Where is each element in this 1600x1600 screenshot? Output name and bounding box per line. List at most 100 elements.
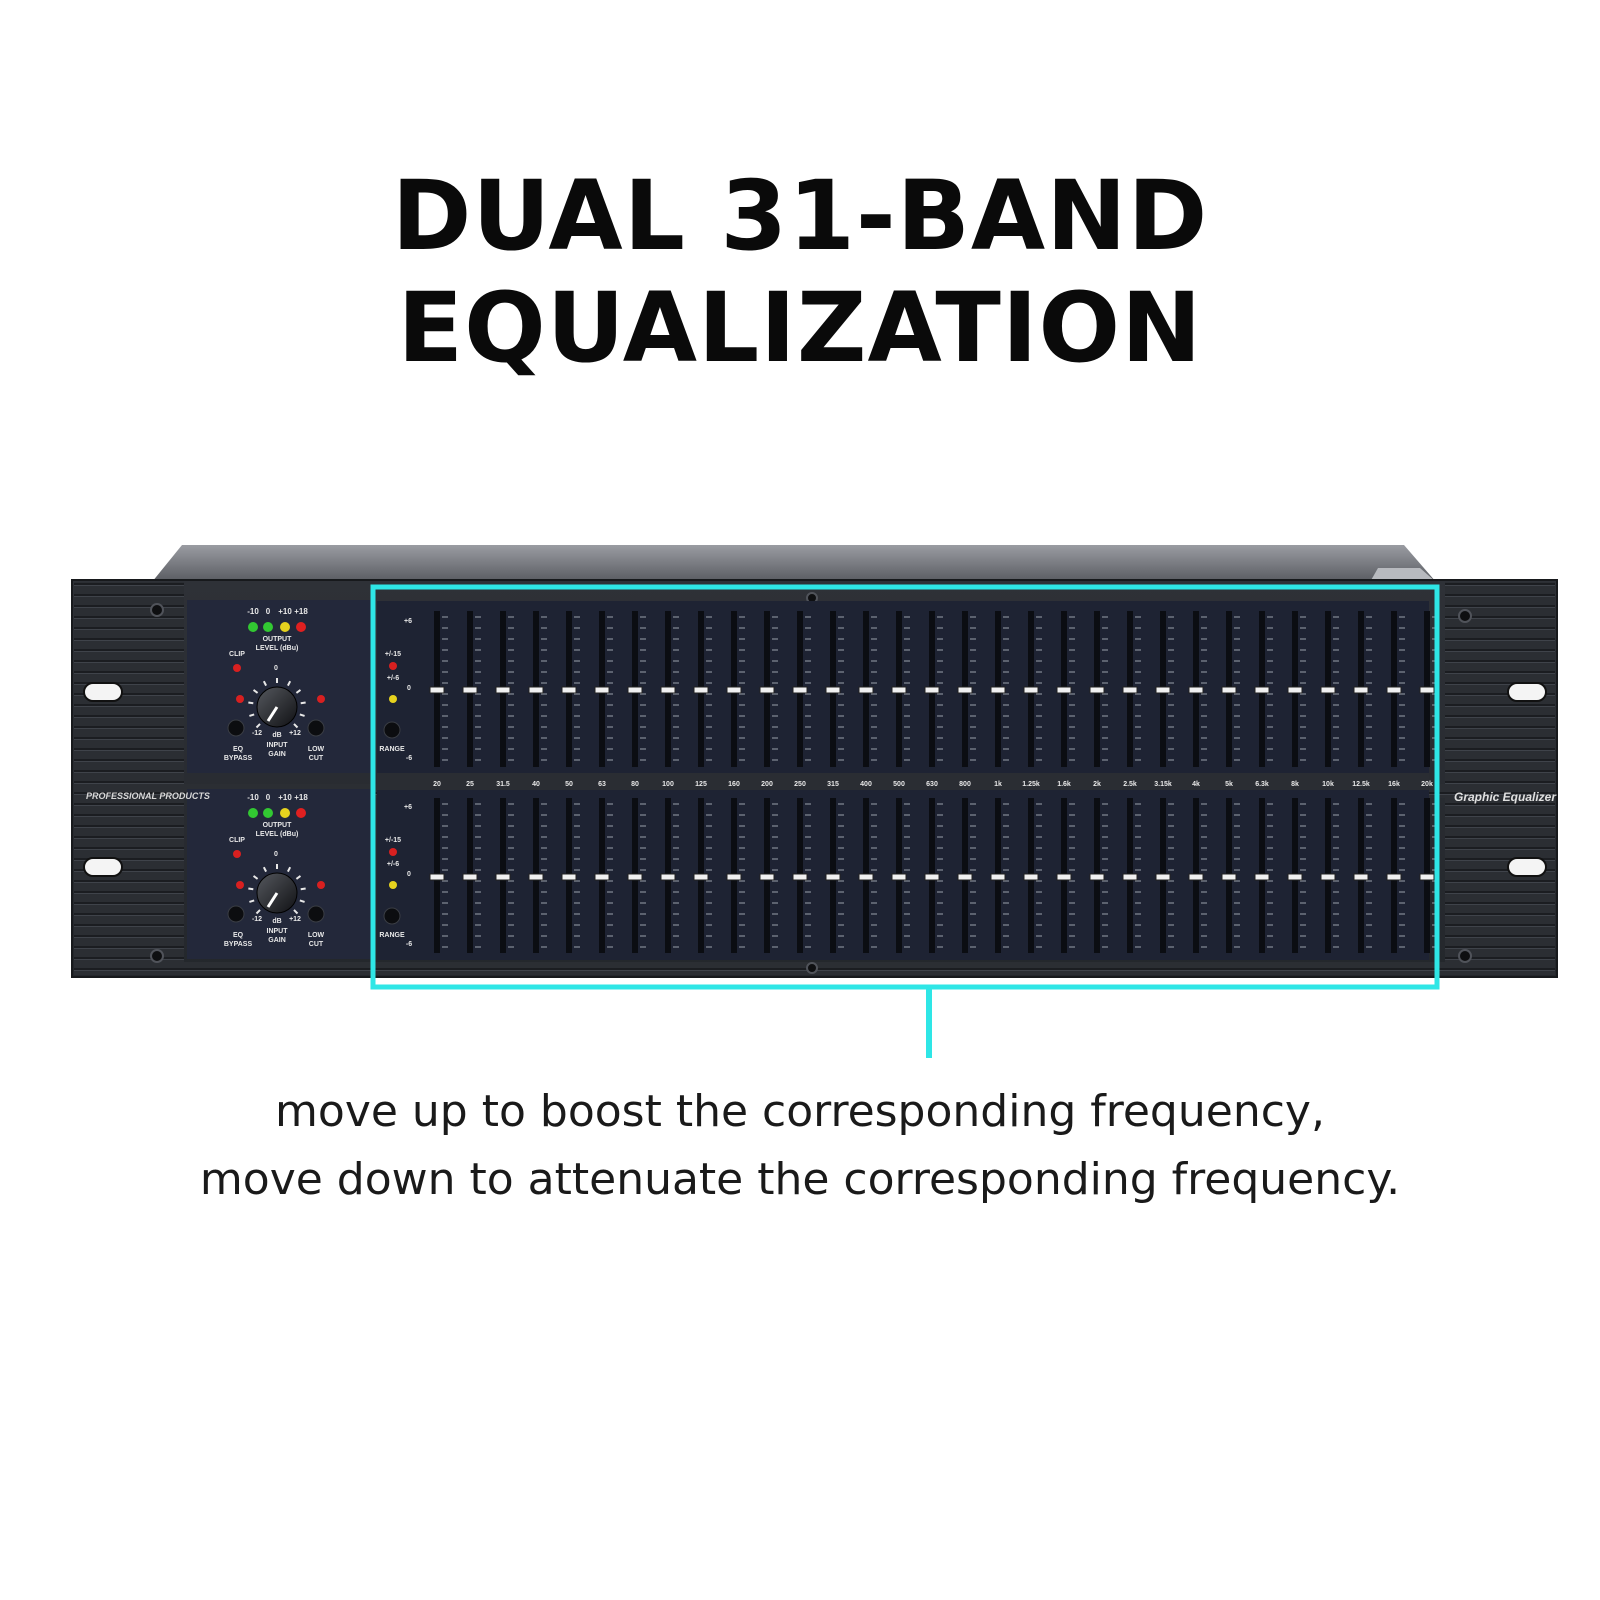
- fader-knob: [891, 686, 907, 694]
- frequency-label: 31.5: [496, 781, 510, 788]
- fader-knob: [825, 686, 841, 694]
- meter-led: [296, 622, 306, 632]
- input-gain-label-2: GAIN: [268, 937, 286, 944]
- brand-label: PROFESSIONAL PRODUCTS: [86, 791, 210, 801]
- fader-bank-2: [429, 798, 1438, 953]
- low-cut-button: [307, 905, 325, 923]
- frequency-label: 1.6k: [1057, 781, 1071, 788]
- low-cut-label: LOW: [308, 746, 325, 753]
- eq-bypass-label: EQ: [233, 746, 244, 753]
- fader-knob: [792, 686, 808, 694]
- meter-led: [248, 622, 258, 632]
- left-rack-ear: [74, 582, 184, 975]
- fader-knob: [627, 873, 643, 881]
- knob-tick: [249, 899, 255, 903]
- fader-knob: [1254, 686, 1270, 694]
- range-label-15: +/-15: [385, 651, 401, 658]
- meter-label: +18: [294, 793, 308, 802]
- output-label: OUTPUT: [263, 822, 293, 829]
- frequency-label: 250: [794, 781, 806, 788]
- knob-min-label: -12: [252, 916, 262, 923]
- frequency-label: 100: [662, 781, 674, 788]
- meter-label: 0: [266, 607, 271, 616]
- fader-knob: [1122, 686, 1138, 694]
- knob-tick: [255, 909, 261, 915]
- knob-tick: [252, 875, 259, 880]
- fader-knob: [528, 686, 544, 694]
- highlight-frame: [370, 584, 1440, 990]
- fader-knob: [1320, 873, 1336, 881]
- led: [317, 695, 325, 703]
- chassis-top: [152, 545, 1436, 582]
- meter-led: [280, 808, 290, 818]
- clip-label: CLIP: [229, 837, 245, 844]
- knob-tick: [262, 680, 267, 687]
- fader-knob: [825, 873, 841, 881]
- meter-led: [263, 808, 273, 818]
- knob-tick: [299, 899, 305, 903]
- range-label-6: +/-6: [387, 675, 399, 682]
- fader-knob: [1353, 873, 1369, 881]
- range-button-label: RANGE: [379, 746, 405, 753]
- fader-knob: [594, 873, 610, 881]
- knob-tick: [300, 887, 306, 891]
- frequency-label: 20: [433, 781, 441, 788]
- meter-label: 0: [266, 793, 271, 802]
- output-level-label: LEVEL (dBu): [256, 645, 299, 652]
- fader-knob: [1353, 686, 1369, 694]
- knob-tick: [293, 909, 299, 915]
- meter-label: -10: [247, 793, 259, 802]
- fader-knob: [1287, 686, 1303, 694]
- fader-knob: [495, 873, 511, 881]
- fader-knob: [429, 873, 445, 881]
- fader-knob: [1089, 686, 1105, 694]
- fader-knob: [1221, 873, 1237, 881]
- fader-knob: [462, 873, 478, 881]
- fader-knob: [1155, 686, 1171, 694]
- knob-tick: [295, 875, 302, 880]
- led: [236, 695, 244, 703]
- range-led-15: [389, 662, 397, 670]
- fader-knob: [990, 873, 1006, 881]
- frequency-label: 4k: [1192, 781, 1200, 788]
- frequency-label: 12.5k: [1352, 781, 1370, 788]
- led: [236, 881, 244, 889]
- model-label: Graphic Equalizer: [1454, 790, 1557, 804]
- knob-tick: [293, 723, 299, 729]
- knob-min-label: -12: [252, 730, 262, 737]
- range-led-6: [389, 881, 397, 889]
- scale-bottom-label: -6: [406, 941, 412, 948]
- knob-tick: [255, 723, 261, 729]
- fader-knob: [1419, 873, 1435, 881]
- low-cut-label: LOW: [308, 932, 325, 939]
- frequency-label: 1k: [994, 781, 1002, 788]
- fader-knob: [693, 686, 709, 694]
- range-button: [383, 907, 401, 925]
- input-gain-label-2: GAIN: [268, 751, 286, 758]
- fader-knob: [1221, 686, 1237, 694]
- led: [317, 881, 325, 889]
- eq-bypass-button: [227, 905, 245, 923]
- knob-unit-label: dB: [272, 732, 281, 739]
- scale-zero-label: 0: [407, 871, 411, 878]
- fader-knob: [1089, 873, 1105, 881]
- knob-max-label: +12: [289, 916, 301, 923]
- range-led-6: [389, 695, 397, 703]
- input-gain-label: INPUT: [267, 928, 289, 935]
- headline: DUAL 31-BAND EQUALIZATION: [391, 160, 1209, 384]
- frequency-label: 3.15k: [1154, 781, 1172, 788]
- meter-label: +10: [278, 793, 292, 802]
- fader-knob: [594, 686, 610, 694]
- low-cut-label-2: CUT: [309, 941, 324, 948]
- input-gain-label: INPUT: [267, 742, 289, 749]
- knob-pointer: [266, 892, 279, 908]
- eq-bypass-label-2: BYPASS: [224, 755, 253, 762]
- rack-slot: [1507, 857, 1547, 877]
- knob-tick: [300, 701, 306, 705]
- fader-knob: [627, 686, 643, 694]
- fader-knob: [660, 686, 676, 694]
- rack-slot: [83, 682, 123, 702]
- rack-slot: [1507, 682, 1547, 702]
